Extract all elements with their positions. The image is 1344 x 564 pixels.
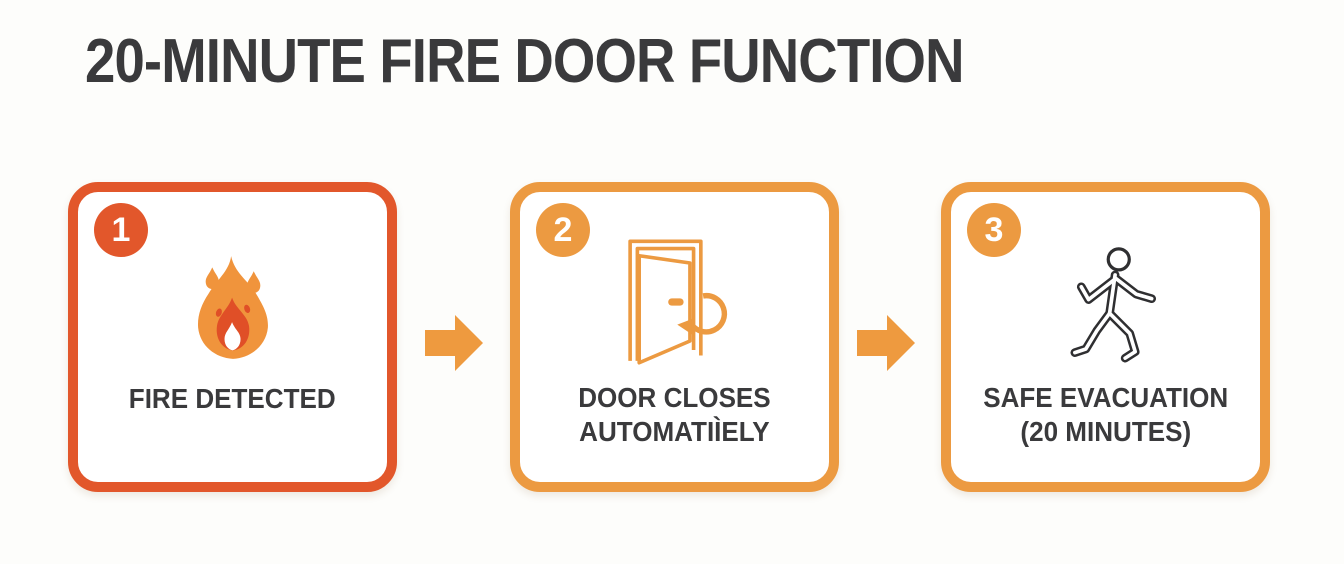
walking-person-icon — [951, 242, 1260, 370]
page-title: 20-MINUTE FIRE DOOR FUNCTION — [85, 27, 965, 96]
flame-icon — [78, 244, 387, 370]
step-label-line: (20 MINUTES) — [1020, 416, 1191, 447]
step-label: SAFE EVACUATION (20 MINUTES) — [951, 372, 1260, 458]
step-label: DOOR CLOSES AUTOMATIÌELY — [520, 372, 829, 458]
step-label-line: DOOR CLOSES — [578, 381, 771, 413]
right-arrow-icon — [425, 315, 483, 371]
step-card-safe-evacuation: 3 SAFE EVA — [941, 182, 1270, 492]
step-card-door-closes: 2 DOOR CLOSES AUTOMATIÌELY — [510, 182, 839, 492]
right-arrow-icon — [857, 315, 915, 371]
step-label-line: SAFE EVACUATION — [983, 381, 1228, 413]
step-label-line: AUTOMATIÌELY — [579, 416, 770, 447]
step-number-badge: 2 — [536, 203, 590, 257]
door-closing-icon — [520, 234, 829, 370]
step-label: FIRE DETECTED — [78, 372, 387, 426]
step-number-badge: 3 — [967, 203, 1021, 257]
step-label-line: FIRE DETECTED — [129, 382, 336, 414]
step-card-fire-detected: 1 FIRE DETECTED — [68, 182, 397, 492]
step-number-badge: 1 — [94, 203, 148, 257]
